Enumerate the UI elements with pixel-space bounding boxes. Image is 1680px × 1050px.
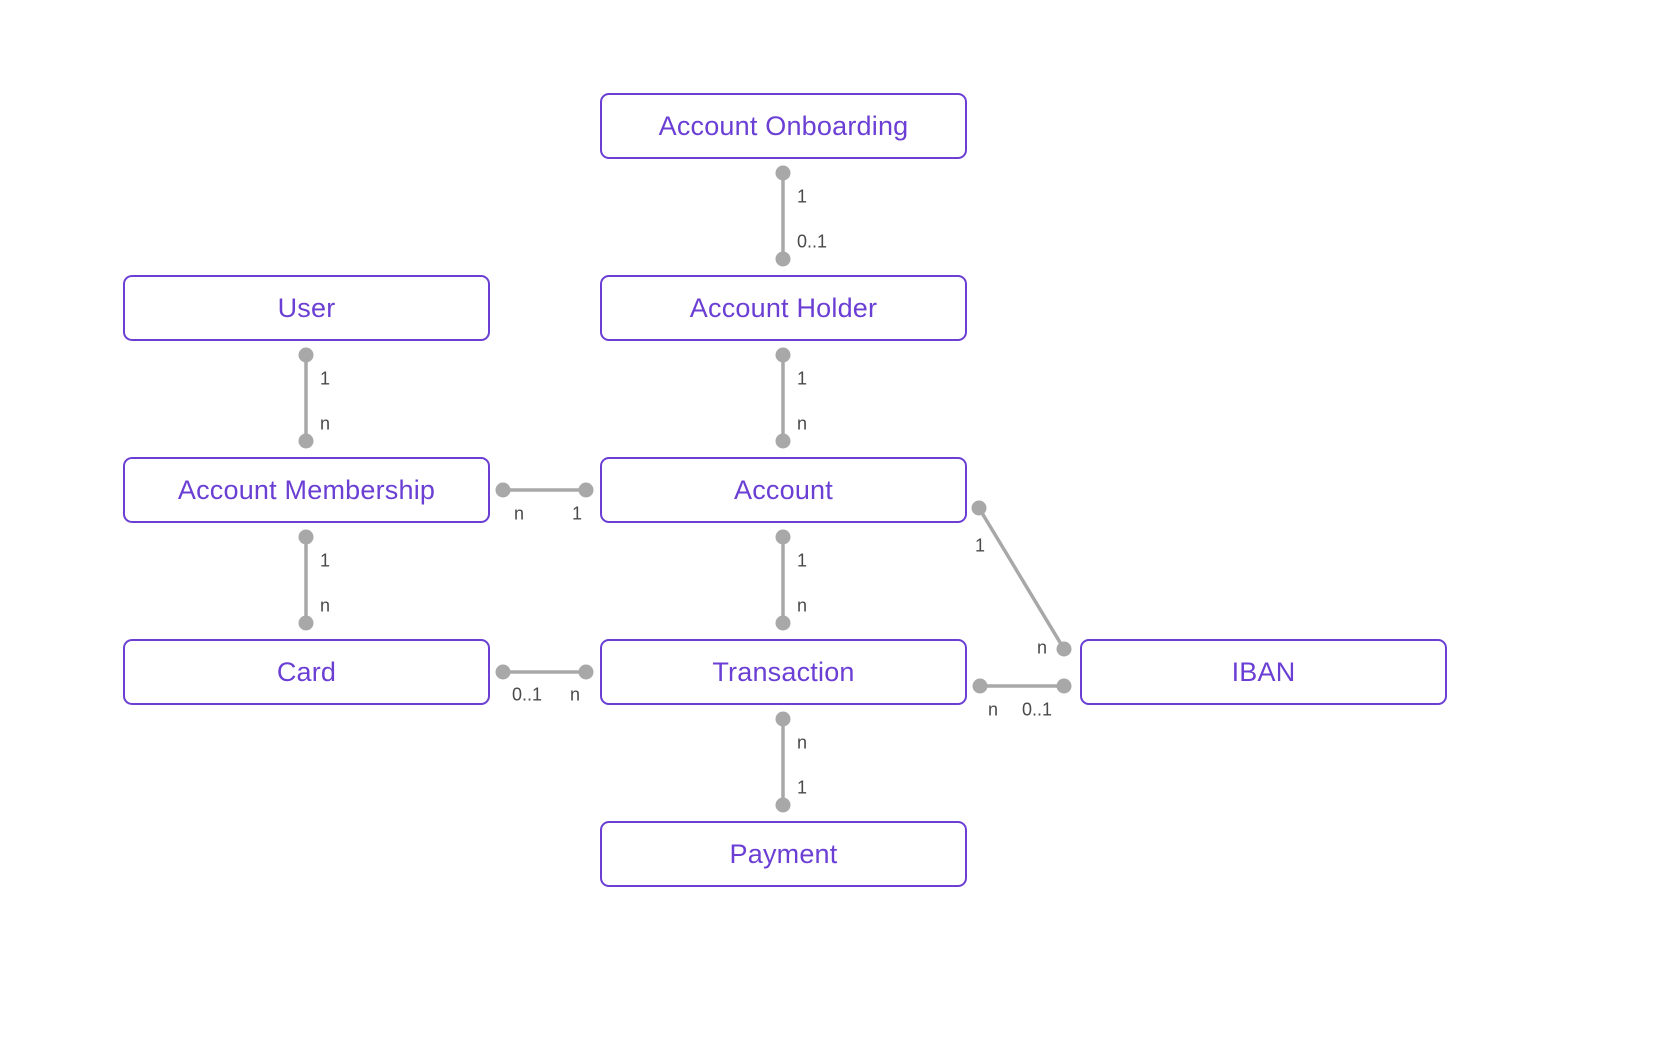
relationship-edge-transaction_iban	[972, 678, 1072, 694]
cardinality-label-card_transaction-from: 0..1	[512, 684, 543, 705]
entity-label-card: Card	[276, 656, 337, 687]
entity-box-payment[interactable]: Payment	[600, 821, 967, 887]
cardinality-label-transaction_payment-to: 1	[797, 777, 808, 798]
entity-box-account[interactable]: Account	[600, 457, 967, 523]
cardinality-label-account_iban-from: 1	[975, 535, 986, 556]
relationship-edge-card_transaction	[495, 664, 594, 680]
cardinality-label-membership_account-from: n	[514, 503, 525, 524]
entity-label-payment: Payment	[729, 838, 838, 869]
relationship-edge-account_transaction	[775, 529, 791, 631]
relationship-edge-account_iban	[971, 500, 1072, 657]
edge-endpoint-dot-source	[775, 529, 791, 545]
cardinality-label-user_membership-to: n	[320, 413, 331, 434]
entity-label-account_membership: Account Membership	[177, 474, 436, 505]
edge-endpoint-dot-target	[298, 615, 314, 631]
cardinality-label-account_iban-to: n	[1037, 637, 1048, 658]
entity-box-account_onboarding[interactable]: Account Onboarding	[600, 93, 967, 159]
edge-endpoint-dot-source	[495, 664, 511, 680]
entity-label-user: User	[277, 292, 336, 323]
cardinality-label-membership_account-to: 1	[572, 503, 583, 524]
entity-label-iban: IBAN	[1231, 656, 1296, 687]
entity-box-transaction[interactable]: Transaction	[600, 639, 967, 705]
edge-endpoint-dot-source	[298, 347, 314, 363]
entity-label-account_holder: Account Holder	[689, 292, 878, 323]
edge-endpoint-dot-source	[495, 482, 511, 498]
entity-label-account: Account	[734, 474, 833, 505]
cardinality-label-transaction_payment-from: n	[797, 732, 808, 753]
edge-endpoint-dot-source	[775, 347, 791, 363]
cardinality-label-onboarding_holder-from: 1	[797, 186, 808, 207]
entity-box-account_holder[interactable]: Account Holder	[600, 275, 967, 341]
edge-endpoint-dot-target	[1056, 678, 1072, 694]
cardinality-label-onboarding_holder-to: 0..1	[797, 231, 828, 252]
cardinality-label-transaction_iban-from: n	[988, 699, 999, 720]
relationship-edge-transaction_payment	[775, 711, 791, 813]
edge-endpoint-dot-source	[298, 529, 314, 545]
relationship-edge-membership_card	[298, 529, 314, 631]
edge-endpoint-dot-target	[578, 664, 594, 680]
cardinality-label-holder_account-to: n	[797, 413, 808, 434]
edge-line	[977, 506, 1066, 651]
entity-box-iban[interactable]: IBAN	[1080, 639, 1447, 705]
relationship-edge-onboarding_holder	[775, 165, 791, 267]
edge-endpoint-dot-source	[972, 678, 988, 694]
edge-endpoint-dot-source	[971, 500, 987, 516]
entity-box-user[interactable]: User	[123, 275, 490, 341]
edge-endpoint-dot-target	[775, 251, 791, 267]
edge-endpoint-dot-target	[775, 797, 791, 813]
edge-endpoint-dot-target	[775, 615, 791, 631]
edge-endpoint-dot-target	[578, 482, 594, 498]
cardinality-label-membership_card-from: 1	[320, 550, 331, 571]
cardinality-label-transaction_iban-to: 0..1	[1022, 699, 1053, 720]
entity-label-account_onboarding: Account Onboarding	[658, 110, 909, 141]
cardinality-label-account_transaction-from: 1	[797, 550, 808, 571]
relationship-edge-user_membership	[298, 347, 314, 449]
edge-endpoint-dot-target	[775, 433, 791, 449]
edge-endpoint-dot-source	[775, 165, 791, 181]
cardinality-label-holder_account-from: 1	[797, 368, 808, 389]
edge-endpoint-dot-source	[775, 711, 791, 727]
relationship-edge-holder_account	[775, 347, 791, 449]
cardinality-label-account_transaction-to: n	[797, 595, 808, 616]
cardinality-label-user_membership-from: 1	[320, 368, 331, 389]
entity-box-card[interactable]: Card	[123, 639, 490, 705]
edge-endpoint-dot-target	[298, 433, 314, 449]
cardinality-label-membership_card-to: n	[320, 595, 331, 616]
edge-endpoint-dot-target	[1056, 641, 1072, 657]
entity-box-account_membership[interactable]: Account Membership	[123, 457, 490, 523]
entity-label-transaction: Transaction	[712, 656, 855, 687]
cardinality-label-card_transaction-to: n	[570, 684, 581, 705]
relationship-edge-membership_account	[495, 482, 594, 498]
